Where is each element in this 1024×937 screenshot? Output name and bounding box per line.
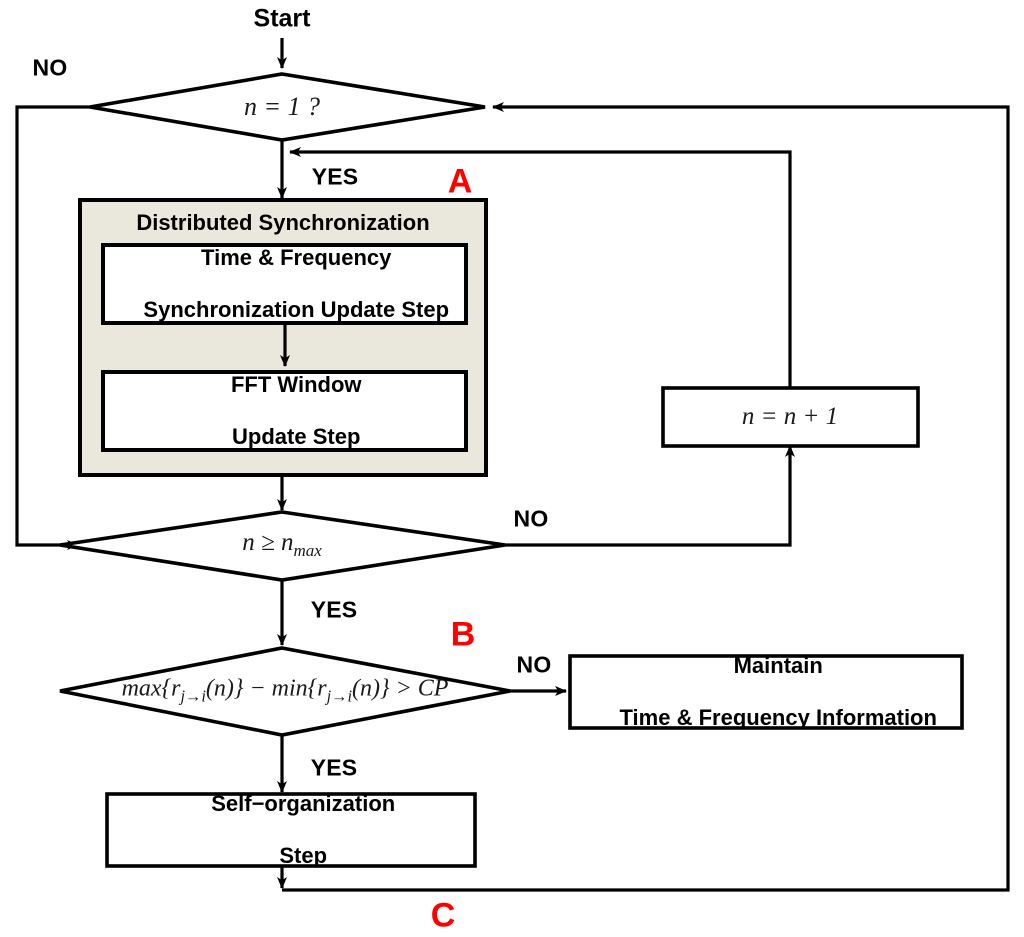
edge-label-yes-decision2: YES [310, 596, 358, 623]
process-maintain-line1: Maintain [733, 653, 823, 679]
edge-increment-to-yes-stem [289, 147, 792, 388]
decision-cp-subscript-2: j→i [326, 686, 352, 706]
process-time-frequency-line2: Synchronization Update Step [143, 296, 450, 322]
process-time-frequency-line1: Time & Frequency [201, 245, 392, 271]
process-fft-window-line2: Update Step [232, 423, 361, 449]
decision-cp-subscript-1: j→i [180, 686, 206, 706]
edge-no-decision2-to-increment [505, 445, 795, 547]
annotation-a-label: A [447, 162, 473, 201]
process-increment-shape [661, 386, 920, 448]
edge-label-no-decision1: NO [32, 54, 68, 81]
process-time-frequency-shape [101, 243, 468, 325]
process-fft-window-shape [101, 370, 468, 452]
process-fft-window-label: FFT Window Update Step [207, 346, 362, 476]
edge-label-no-decision3: NO [516, 651, 552, 678]
decision-cp-label: max{rj→i(n)} − min{rj→i(n)} > CP [122, 676, 449, 707]
group-distributed-synchronization-label: Distributed Synchronization [136, 210, 430, 236]
decision-n-eq-1-label: n = 1 ? [243, 92, 321, 121]
decision-cp-expr-tail: (n)} > CP [351, 675, 449, 702]
process-self-organization-line1: Self−organization [211, 791, 396, 817]
start-label: Start [253, 4, 311, 33]
process-maintain-shape [568, 654, 964, 730]
edge-no-decision1-to-decision2 [15, 105, 90, 550]
process-increment-label: n = n + 1 [741, 403, 839, 430]
process-maintain-label: Maintain Time & Frequency Information [595, 627, 937, 757]
edge-bottom-rail-to-decision1 [282, 102, 1010, 892]
decision-n-max-expr: n ≥ n [242, 529, 294, 556]
annotation-b-label: B [450, 615, 476, 654]
edge-label-no-decision2: NO [513, 505, 549, 532]
decision-cp-expr-mid: (n)} − min{r [205, 675, 327, 702]
process-maintain-line2: Time & Frequency Information [619, 704, 937, 730]
annotation-c-label: C [430, 896, 456, 935]
process-self-organization-shape [105, 792, 477, 868]
process-self-organization-label: Self−organization Step [187, 765, 395, 895]
decision-cp-expr-head: max{r [121, 675, 181, 702]
process-time-frequency-label: Time & Frequency Synchronization Update … [119, 219, 449, 349]
edge-label-yes-decision1: YES [311, 163, 359, 190]
edge-label-yes-decision3: YES [310, 754, 358, 781]
decision-n-max-label: n ≥ nmax [242, 529, 322, 561]
process-self-organization-line2: Step [279, 842, 328, 868]
decision-n-max-subscript: max [293, 541, 322, 560]
process-fft-window-line1: FFT Window [230, 372, 362, 398]
